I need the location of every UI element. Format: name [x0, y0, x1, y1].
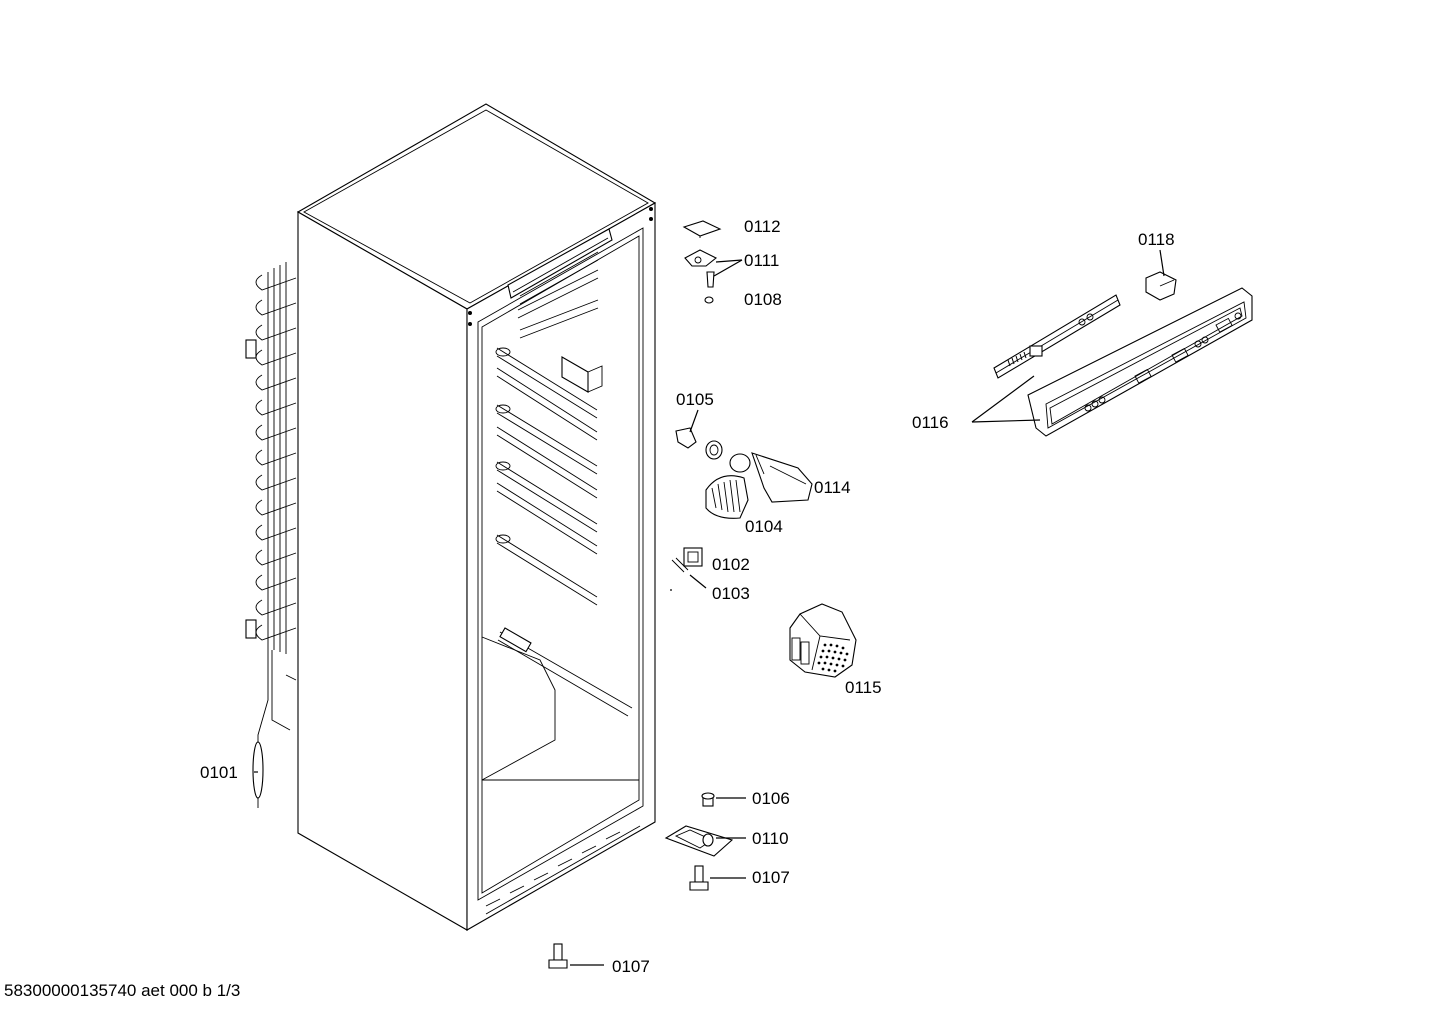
label-0106: 0106 — [752, 789, 790, 808]
part-0116-pcb — [993, 294, 1121, 379]
label-0107-a: 0107 — [752, 868, 790, 887]
label-0102: 0102 — [712, 555, 750, 574]
part-0112 — [682, 220, 722, 238]
label-0104: 0104 — [745, 517, 783, 536]
part-0104 — [705, 475, 749, 519]
label-0103: 0103 — [712, 584, 750, 603]
label-0101: 0101 — [200, 763, 238, 782]
document-id: 58300000135740 aet 000 b 1/3 — [4, 981, 241, 1000]
lamp-holder — [705, 440, 751, 473]
part-0110 — [664, 825, 746, 857]
part-0102 — [683, 547, 703, 567]
part-0107-a — [689, 865, 746, 891]
fridge-cabinet — [296, 103, 657, 931]
label-0105: 0105 — [676, 390, 714, 409]
part-0114 — [751, 452, 813, 503]
condenser-coil — [245, 258, 299, 808]
part-0108 — [704, 296, 714, 304]
part-0115 — [789, 603, 857, 678]
label-0112: 0112 — [744, 217, 781, 236]
label-0107-b: 0107 — [612, 957, 650, 976]
part-0103 — [671, 557, 707, 589]
label-0114: 0114 — [814, 478, 851, 497]
part-0118 — [1145, 249, 1177, 301]
label-0116: 0116 — [912, 413, 949, 432]
label-0111: 0111 — [744, 251, 779, 270]
label-0118: 0118 — [1138, 230, 1175, 249]
part-0111 — [684, 249, 743, 288]
label-0110: 0110 — [752, 829, 789, 848]
part-0105 — [675, 409, 699, 449]
part-0107-b — [548, 943, 604, 969]
part-0116-panel — [1027, 287, 1253, 437]
label-0108: 0108 — [744, 290, 782, 309]
label-0115: 0115 — [845, 678, 882, 697]
part-0106 — [701, 792, 746, 807]
